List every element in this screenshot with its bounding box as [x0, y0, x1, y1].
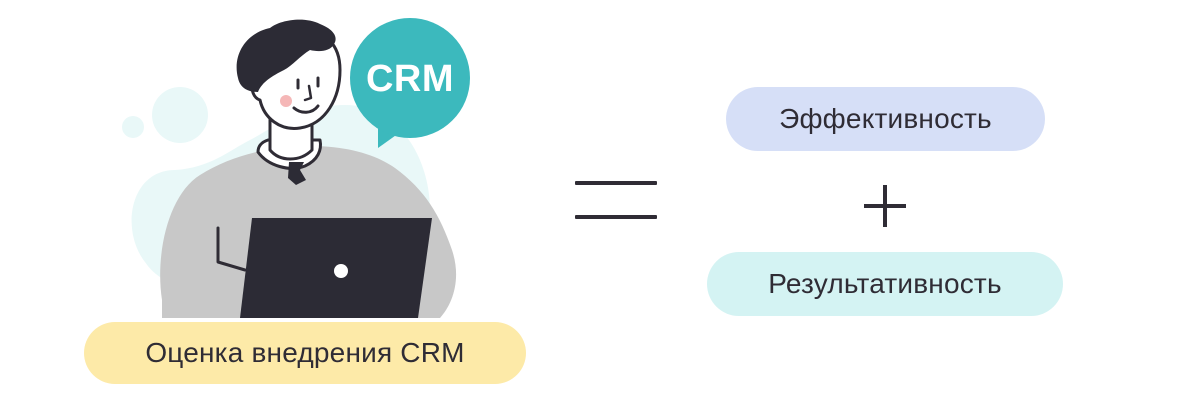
nose — [303, 84, 313, 102]
speech-bubble-icon — [350, 18, 470, 148]
laptop-logo — [334, 264, 348, 278]
blob-small — [122, 116, 144, 138]
blob-medium — [152, 87, 208, 143]
plus-vertical — [883, 185, 887, 227]
cheek — [280, 95, 292, 107]
crm-evaluation-label: Оценка внедрения CRM — [84, 322, 526, 384]
equals-bottom-bar — [575, 215, 657, 219]
arm-line-left — [216, 226, 247, 272]
bubble-text: CRM — [365, 57, 455, 100]
equals-icon — [575, 181, 657, 219]
effectiveness-label: Результативность — [707, 252, 1063, 316]
equals-top-bar — [575, 181, 657, 185]
smile — [292, 104, 320, 114]
efficiency-label: Эффективность — [726, 87, 1045, 151]
bubble-circle — [350, 18, 470, 138]
hair — [236, 19, 336, 92]
tie — [288, 162, 306, 185]
plus-icon — [864, 185, 906, 227]
